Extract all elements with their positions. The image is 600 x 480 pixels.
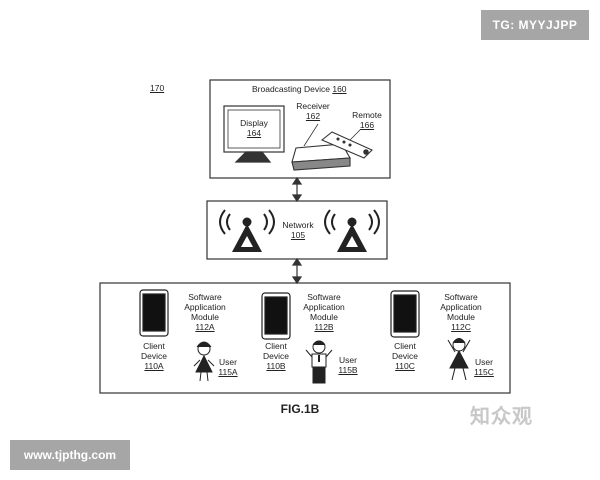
receiver-title: Receiver xyxy=(296,101,330,111)
watermark-telegram: TG: MYYJJPP xyxy=(481,10,589,40)
client-device-a-line1: Client xyxy=(143,341,165,351)
client-device-a-line2: Device xyxy=(141,351,167,361)
network-ref: 105 xyxy=(290,230,306,240)
client-devices-box xyxy=(99,282,511,394)
receiver-label: Receiver 162 xyxy=(295,101,331,121)
remote-ref: 166 xyxy=(359,120,375,130)
module-a-ref: 112A xyxy=(195,322,215,332)
module-b-line1: Software xyxy=(307,292,341,302)
watermark-website: www.tjpthg.com xyxy=(10,440,130,470)
antenna-tower-icon xyxy=(219,209,275,252)
client-device-c-line1: Client xyxy=(394,341,416,351)
module-b-label: Software Application Module 112B xyxy=(299,292,349,332)
user-b-title: User xyxy=(339,355,357,365)
display-icon xyxy=(223,105,285,163)
receiver-icon xyxy=(291,123,351,171)
module-a-line2: Application xyxy=(184,302,226,312)
remote-label: Remote 166 xyxy=(349,110,385,130)
user-a-ref: 115A xyxy=(218,367,238,377)
ref-170: 170 xyxy=(150,83,165,93)
user-c-label: User 115C xyxy=(470,357,498,377)
smartphone-icon xyxy=(390,290,420,338)
user-b-label: User 115B xyxy=(334,355,362,375)
connector-broadcast-network xyxy=(291,176,303,203)
smartphone-icon xyxy=(139,289,169,337)
receiver-ref: 162 xyxy=(305,111,321,121)
client-device-c-ref: 110C xyxy=(395,361,415,371)
smartphone-icon xyxy=(261,292,291,340)
antenna-tower-icon xyxy=(324,209,380,252)
module-a-label: Software Application Module 112A xyxy=(180,292,230,332)
remote-title: Remote xyxy=(352,110,382,120)
figure-label: FIG.1B xyxy=(280,402,320,416)
module-c-line3: Module xyxy=(447,312,475,322)
display-title: Display xyxy=(240,118,268,128)
broadcasting-device-box xyxy=(209,79,391,179)
module-c-line2: Application xyxy=(440,302,482,312)
network-label: Network 105 xyxy=(276,220,320,240)
connector-network-clients xyxy=(291,257,303,285)
client-device-c-line2: Device xyxy=(392,351,418,361)
user-girl-icon xyxy=(193,341,215,382)
broadcasting-device-title: Broadcasting Device xyxy=(252,84,330,94)
module-c-line1: Software xyxy=(444,292,478,302)
module-b-line2: Application xyxy=(303,302,345,312)
user-c-title: User xyxy=(475,357,493,367)
client-device-b-line2: Device xyxy=(263,351,289,361)
user-a-label: User 115A xyxy=(214,357,242,377)
watermark-logo: 知众观 xyxy=(470,406,533,428)
client-device-b-line1: Client xyxy=(265,341,287,351)
user-b-ref: 115B xyxy=(338,365,358,375)
module-b-line3: Module xyxy=(310,312,338,322)
remote-icon xyxy=(320,129,373,159)
user-man-icon xyxy=(305,340,333,384)
module-c-ref: 112C xyxy=(451,322,471,332)
user-a-title: User xyxy=(219,357,237,367)
broadcasting-device-label: Broadcasting Device 160 xyxy=(252,84,347,94)
client-device-b-ref: 110B xyxy=(266,361,286,371)
client-device-c-label: Client Device 110C xyxy=(385,341,425,371)
user-child-icon xyxy=(447,338,471,381)
module-a-line1: Software xyxy=(188,292,222,302)
client-device-a-ref: 110A xyxy=(144,361,164,371)
display-ref: 164 xyxy=(246,128,262,138)
module-c-label: Software Application Module 112C xyxy=(436,292,486,332)
client-device-a-label: Client Device 110A xyxy=(134,341,174,371)
network-title: Network xyxy=(282,220,314,230)
module-b-ref: 112B xyxy=(314,322,334,332)
client-device-b-label: Client Device 110B xyxy=(256,341,296,371)
broadcasting-device-ref: 160 xyxy=(332,84,347,94)
display-label: Display 164 xyxy=(236,118,272,138)
module-a-line3: Module xyxy=(191,312,219,322)
user-c-ref: 115C xyxy=(474,367,494,377)
